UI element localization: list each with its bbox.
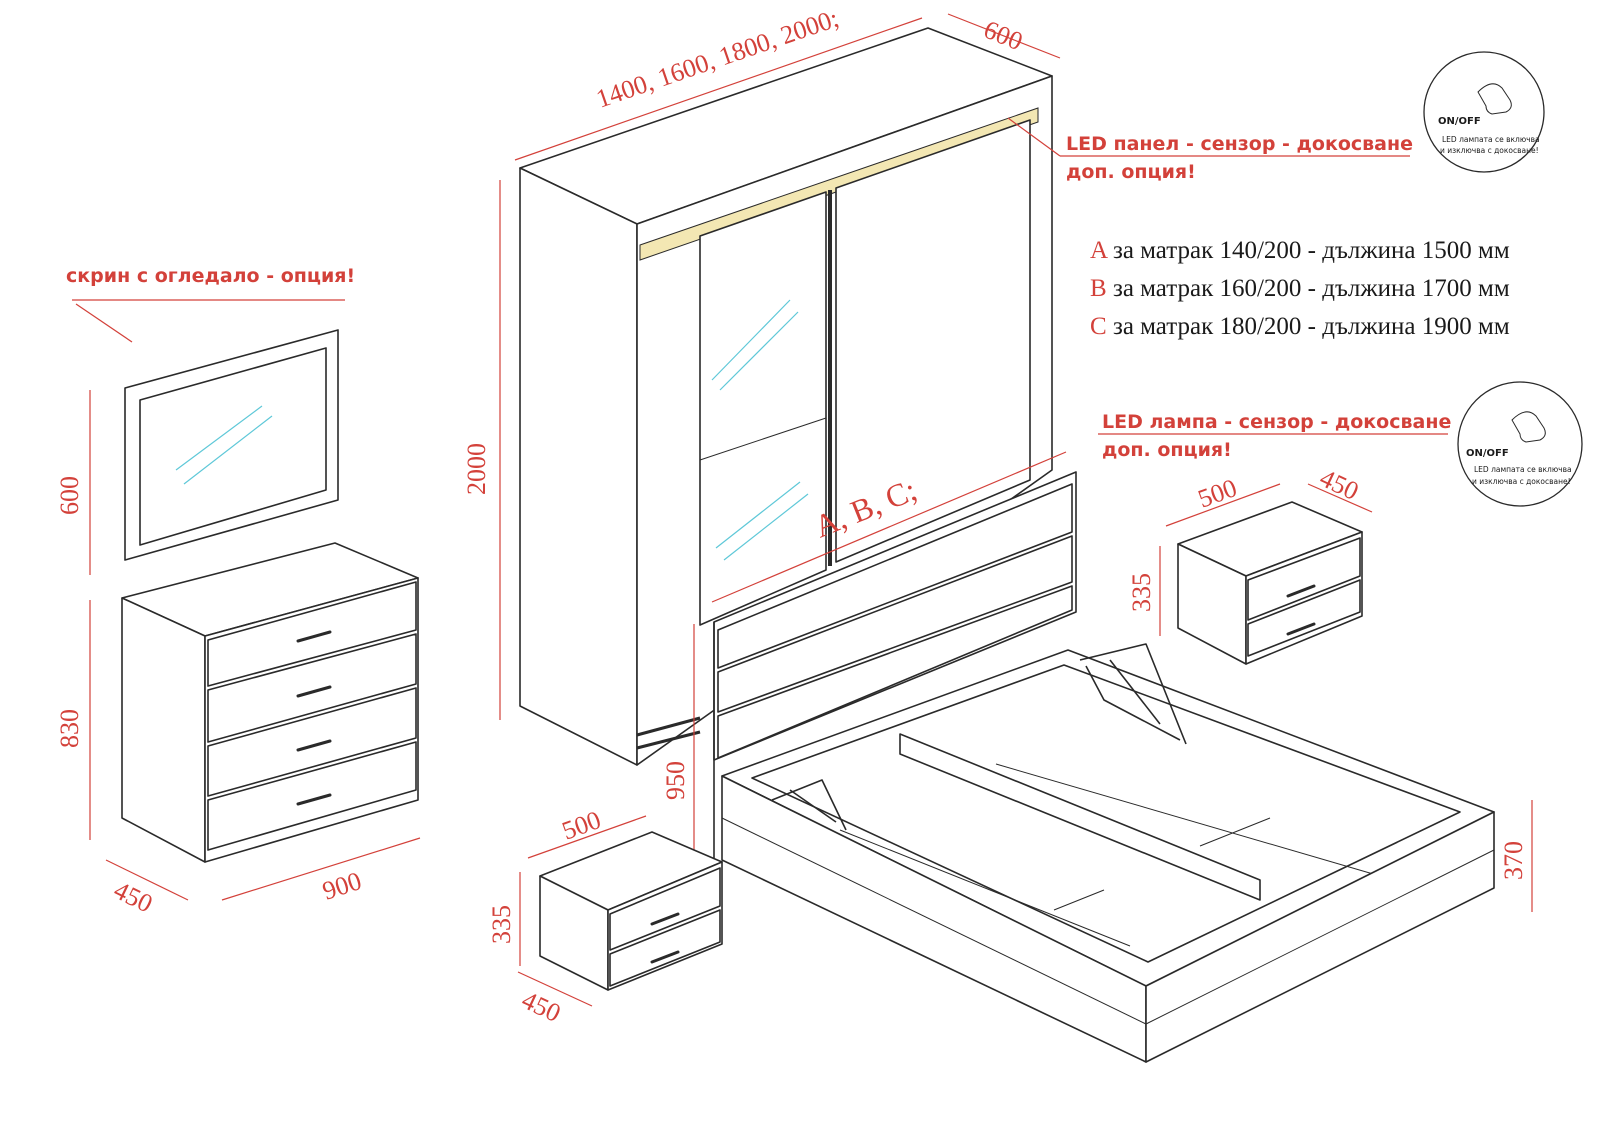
spec-c: C за матрак 180/200 - дължина 1900 мм <box>1090 313 1510 340</box>
led-lamp-note: LED лампа - сензор - докосване <box>1102 411 1451 433</box>
nightstand-right: 500 450 335 <box>1127 463 1373 665</box>
spec-a: A за матрак 140/200 - дължина 1500 мм <box>1090 237 1510 264</box>
hand-touch-icon <box>1511 411 1546 443</box>
touch-badge-line1: LED лампата се включва <box>1442 135 1540 144</box>
storage-bed: A, B, C; 950 370 <box>661 451 1533 1063</box>
touch-badge-line2: и изключва с докосване! <box>1472 477 1571 486</box>
dresser-side <box>121 597 206 863</box>
touch-badge-title: ON/OFF <box>1466 448 1509 459</box>
led-panel-option: доп. опция! <box>1066 161 1196 183</box>
led-panel-note: LED панел - сензор - докосване <box>1066 133 1413 155</box>
nightstand-right-width-label: 500 <box>1194 473 1241 514</box>
led-lamp-callout: LED лампа - сензор - докосване доп. опци… <box>1098 411 1451 461</box>
gas-lift-left <box>771 779 847 831</box>
nightstand-left: 500 335 450 <box>487 805 723 1028</box>
nightstand-left-height-label: 335 <box>487 905 516 944</box>
nightstand-left-width-label: 500 <box>558 805 605 846</box>
nightstand-right-depth-label: 450 <box>1315 463 1363 506</box>
bed-frame-height-label: 370 <box>1499 841 1528 880</box>
wardrobe-mirror-glints <box>711 299 809 561</box>
mattress-spec-list: A за матрак 140/200 - дължина 1500 мм B … <box>1090 237 1510 340</box>
wardrobe-height-label: 2000 <box>462 443 491 495</box>
touch-badge-line1: LED лампата се включва <box>1474 465 1572 474</box>
dresser-drawers <box>207 581 417 851</box>
wardrobe-door-right <box>835 119 1031 563</box>
mirror-note: скрин с огледало - опция! <box>66 265 355 287</box>
dresser-handles <box>296 630 332 806</box>
touch-badge-line2: и изключва с докосване! <box>1440 146 1539 155</box>
wardrobe-side <box>519 167 638 766</box>
dresser-height-label: 830 <box>55 709 84 748</box>
touch-badge-top: ON/OFF LED лампата се включва и изключва… <box>1423 51 1545 173</box>
headboard-height-label: 950 <box>661 761 690 800</box>
hand-touch-icon <box>1477 83 1512 115</box>
wardrobe-door-left <box>699 191 827 626</box>
gas-lift-right <box>1079 643 1187 745</box>
center-divider <box>899 733 1261 901</box>
led-lamp-option: доп. опция! <box>1102 439 1232 461</box>
spec-b: B за матрак 160/200 - дължина 1700 мм <box>1090 275 1510 302</box>
mirror-height-label: 600 <box>55 476 84 515</box>
touch-badge-circle <box>1423 51 1545 173</box>
touch-badge-bottom: ON/OFF LED лампата се включва и изключва… <box>1457 381 1583 507</box>
touch-badge-circle <box>1457 381 1583 507</box>
nightstand-right-height-label: 335 <box>1127 573 1156 612</box>
dresser-with-mirror: скрин с огледало - опция! 600 830 450 <box>55 265 421 918</box>
touch-badge-title: ON/OFF <box>1438 116 1481 127</box>
dresser-width-label: 900 <box>319 866 365 906</box>
nightstand-left-depth-label: 450 <box>517 985 565 1028</box>
